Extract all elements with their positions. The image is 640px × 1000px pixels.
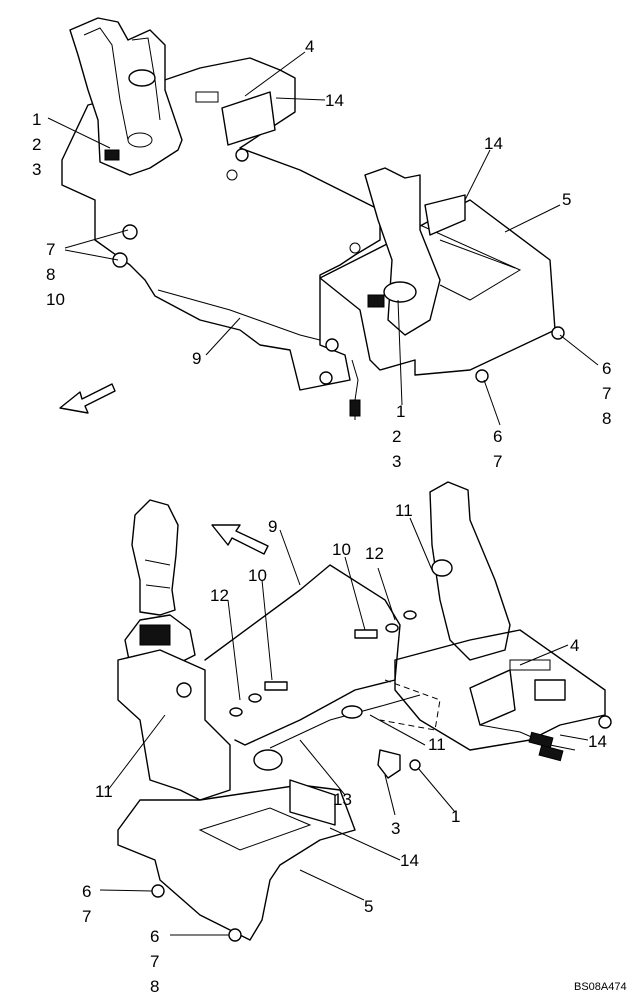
callout-11b: 11 (95, 782, 113, 801)
callout-7d: 7 (82, 907, 91, 926)
callout-13: 13 (333, 790, 352, 809)
callout-8: 8 (46, 265, 55, 284)
right-pedestal (364, 167, 441, 336)
clip-3 (377, 749, 401, 779)
joystick-handle (131, 499, 179, 616)
bottom-base-plate-5 (117, 784, 356, 941)
top-assembly: 1 2 3 4 14 14 5 7 8 10 9 1 2 3 6 7 8 6 7 (32, 17, 611, 471)
right-bracket-plate (424, 194, 466, 236)
nut-lower-left2 (319, 371, 333, 385)
callout-14b: 14 (484, 134, 503, 153)
cable-13 (269, 694, 421, 749)
left-pedestal-inner (83, 27, 161, 141)
bottom-labels: 11 9 10 12 10 12 4 14 11 11 13 3 1 14 5 … (82, 501, 607, 996)
bolt-set-right (354, 610, 417, 639)
callout-7c: 7 (493, 452, 502, 471)
callout-10b: 10 (332, 540, 351, 559)
right-pedestal-boot (383, 281, 417, 303)
bottom-assembly: 11 9 10 12 10 12 4 14 11 11 13 3 1 14 5 … (82, 481, 612, 996)
top-direction-arrow (59, 383, 116, 414)
bottom-connector-b (538, 744, 564, 762)
nut-bottom-right (598, 715, 612, 729)
callout-5b: 5 (364, 897, 373, 916)
nut-7-top (122, 224, 138, 240)
clamp-11 (341, 705, 363, 719)
callout-12a: 12 (210, 586, 229, 605)
bottom-base-plate-4 (394, 629, 606, 751)
drawing-code: BS08A474 (574, 981, 627, 993)
left-pedestal-pivot (104, 149, 120, 161)
bottom-bracket-14b (289, 779, 336, 826)
joystick-mechanism (139, 624, 171, 646)
callout-11a: 11 (395, 501, 413, 520)
top-bracket-plate (221, 91, 276, 146)
callout-5: 5 (562, 190, 571, 209)
bolt-set-left (229, 681, 288, 717)
callout-11c: 11 (428, 735, 446, 754)
callout-1: 1 (32, 110, 41, 129)
callout-14: 14 (325, 91, 344, 110)
bottom-square-hole (534, 679, 566, 701)
nut-1 (409, 759, 421, 771)
callout-1c: 1 (451, 807, 460, 826)
top-leaders (47, 51, 599, 426)
bottom-plate-hidden (379, 679, 441, 731)
callout-6c: 6 (82, 882, 91, 901)
callout-6b: 6 (493, 427, 502, 446)
bottom-slot (509, 659, 551, 671)
left-pedestal (69, 17, 183, 176)
bottom-leaders (99, 517, 589, 936)
nut-8-top (112, 252, 128, 268)
callout-3b: 3 (392, 452, 401, 471)
callout-8c: 8 (150, 977, 159, 996)
top-labels: 1 2 3 4 14 14 5 7 8 10 9 1 2 3 6 7 8 6 7 (32, 37, 611, 471)
callout-8b: 8 (602, 409, 611, 428)
hole-top-right (349, 242, 361, 254)
callout-12b: 12 (365, 544, 384, 563)
callout-3: 3 (32, 160, 41, 179)
bottom-pivot (176, 682, 192, 698)
callout-7e: 7 (150, 952, 159, 971)
bottom-right-pedestal (429, 481, 511, 661)
bottom-plate-opening (198, 807, 312, 851)
bottom-direction-arrow (211, 524, 269, 555)
bottom-connector-a (528, 731, 554, 749)
callout-6: 6 (602, 359, 611, 378)
callout-1b: 1 (396, 402, 405, 421)
nut-6a (151, 884, 165, 898)
callout-4: 4 (305, 37, 314, 56)
left-pedestal-boot (128, 69, 156, 87)
nut-lower-left (325, 338, 339, 352)
callout-10a: 10 (248, 566, 267, 585)
callout-7: 7 (46, 240, 55, 259)
right-pedestal-pivot (367, 294, 385, 308)
hole-top-mid (226, 169, 238, 181)
callout-4b: 4 (570, 636, 579, 655)
nut-right-6b (475, 369, 489, 383)
cable-clamp (253, 749, 283, 771)
bottom-right-clip (431, 559, 453, 577)
callout-2: 2 (32, 135, 41, 154)
left-pedestal-hole (127, 132, 153, 148)
callout-3c: 3 (391, 819, 400, 838)
joystick-grip (144, 559, 171, 589)
callout-14c: 14 (588, 732, 607, 751)
callout-10: 10 (46, 290, 65, 309)
nut-top-mid (235, 148, 249, 162)
nut-6b (228, 928, 242, 942)
callout-6d: 6 (150, 927, 159, 946)
callout-9: 9 (192, 349, 201, 368)
top-slot (195, 91, 219, 103)
callout-9b: 9 (268, 517, 277, 536)
callout-7b: 7 (602, 384, 611, 403)
right-housing-top (419, 224, 522, 301)
bottom-plate-9 (204, 564, 401, 746)
callout-2b: 2 (392, 427, 401, 446)
bottom-bracket-14 (469, 669, 516, 726)
top-connector (349, 399, 361, 417)
bottom-left-pedestal (117, 649, 231, 801)
callout-14d: 14 (400, 851, 419, 870)
top-plate-edge (157, 289, 321, 341)
